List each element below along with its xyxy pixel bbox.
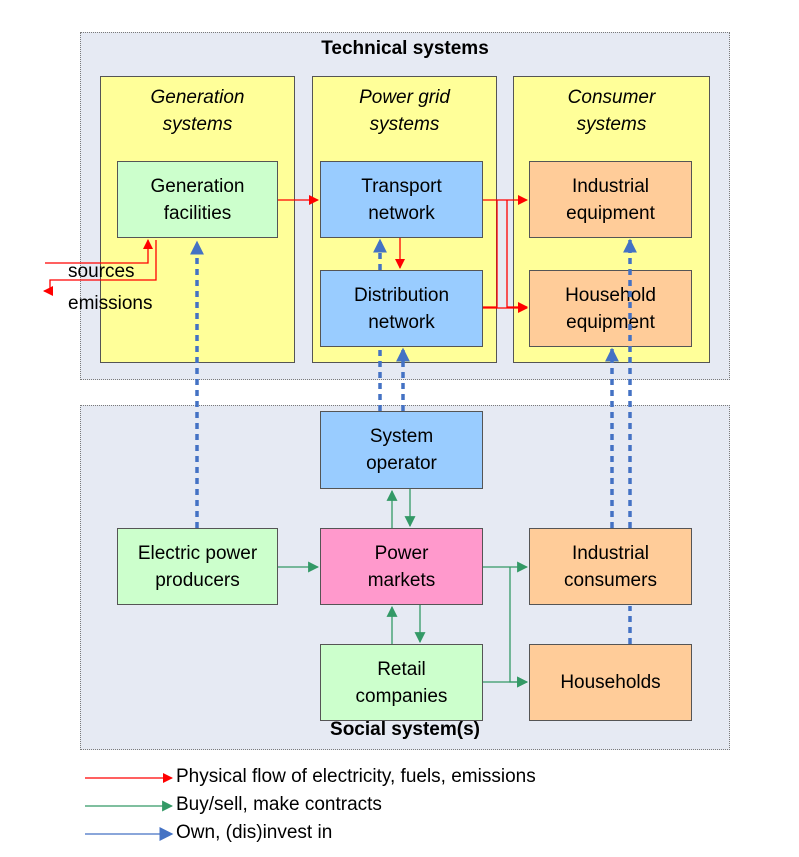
social-systems-title: Social system(s) (330, 719, 480, 740)
legend-physical-label: Physical flow of electricity, fuels, emi… (176, 766, 536, 787)
arrow-distribution-to-industrial-equipment (483, 200, 498, 308)
household-equipment-node: Household equipment (529, 270, 692, 347)
electric-power-producers-node: Electric power producers (117, 528, 278, 605)
power-grid-systems-title: Power grid systems (359, 87, 450, 135)
transport-network-node: Transport network (320, 161, 483, 238)
arrow-sources-to-generation (45, 239, 153, 264)
distribution-network-node: Distribution network (320, 270, 483, 347)
households-node: Households (529, 644, 692, 721)
industrial-equipment-node: Industrial equipment (529, 161, 692, 238)
system-operator-node: System operator (320, 411, 483, 489)
technical-systems-title: Technical systems (321, 38, 489, 59)
generation-facilities-node: Generation facilities (117, 161, 278, 238)
industrial-consumers-node: Industrial consumers (529, 528, 692, 605)
legend-ownership-label: Own, (dis)invest in (176, 822, 333, 843)
power-markets-node: Power markets (320, 528, 483, 605)
arrow-markets-to-households (509, 567, 529, 688)
legend-market-label: Buy/sell, make contracts (176, 794, 382, 815)
retail-companies-node: Retail companies (320, 644, 483, 721)
generation-systems-title: Generation systems (150, 87, 245, 135)
consumer-systems-title: Consumer systems (567, 87, 656, 135)
sources-label: sources (68, 261, 135, 282)
arrow-transport-to-household-equipment (506, 200, 528, 312)
emissions-label: emissions (68, 293, 153, 314)
arrow-generation-to-emissions (43, 240, 157, 296)
